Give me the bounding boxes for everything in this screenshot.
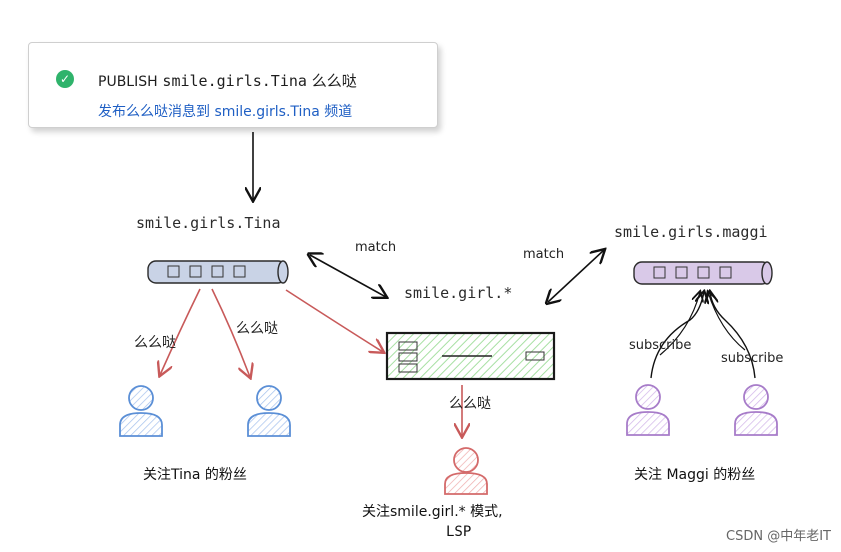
watermark: CSDN @中年老IT — [726, 529, 831, 544]
kiss-label-3: 么么哒 — [449, 396, 491, 412]
tina-fan-user-1-icon — [119, 385, 163, 437]
pattern-exchange-label: smile.girl.* — [404, 284, 513, 302]
lsp-caption-line2: LSP — [446, 524, 472, 540]
publish-command-line: PUBLISH smile.girls.Tina 么么哒 — [98, 70, 357, 91]
publish-message: 么么哒 — [311, 72, 357, 90]
match-label-right: match — [523, 247, 565, 262]
subscribe-line-2b — [708, 292, 746, 351]
maggi-exchange — [633, 261, 773, 285]
tina-fans-caption: 关注Tina 的粉丝 — [143, 467, 247, 483]
subscribe-line-1 — [650, 292, 704, 379]
maggi-fans-caption: 关注 Maggi 的粉丝 — [634, 467, 756, 483]
tina-fan-user-2-icon — [247, 385, 291, 437]
kiss-label-2: 么么哒 — [236, 321, 278, 337]
lsp-caption-text: 关注smile.girl.* 模式, — [362, 504, 503, 520]
subscribe-label-1: subscribe — [629, 338, 692, 353]
match-arrow-right — [548, 250, 604, 302]
tina-exchange-label: smile.girls.Tina — [136, 214, 281, 232]
maggi-fan-user-2-icon — [734, 384, 778, 436]
tina-to-user2-arrow — [211, 288, 250, 377]
lsp-user-icon — [444, 447, 488, 495]
pattern-exchange-box — [385, 331, 556, 381]
lsp-caption-line1: 关注smile.girl.* 模式, — [362, 501, 503, 521]
publish-card — [28, 42, 438, 128]
match-label-left: match — [355, 240, 397, 255]
publish-description: 发布么么哒消息到 smile.girls.Tina 频道 — [98, 104, 353, 120]
tina-to-user1-arrow — [160, 288, 201, 375]
tina-exchange — [147, 260, 289, 284]
check-circle-icon: ✓ — [56, 70, 74, 88]
tina-to-pattern-arrow — [285, 289, 383, 352]
publish-command: PUBLISH — [98, 74, 158, 90]
match-arrow-left — [310, 255, 386, 297]
kiss-label-1: 么么哒 — [134, 335, 176, 351]
maggi-fan-user-1-icon — [626, 384, 670, 436]
publish-channel: smile.girls.Tina — [162, 72, 307, 90]
subscribe-label-2: subscribe — [721, 351, 784, 366]
subscribe-line-1b — [659, 292, 700, 356]
maggi-exchange-label: smile.girls.maggi — [614, 223, 768, 241]
